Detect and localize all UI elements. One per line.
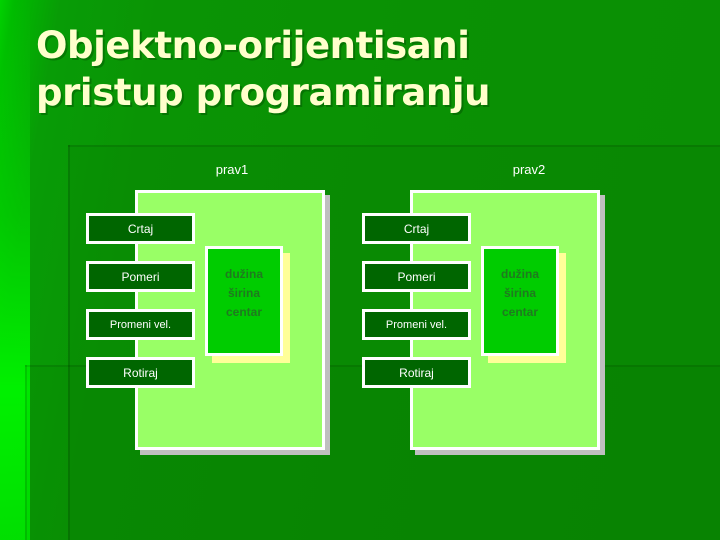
slide-title-line-2: pristup programiranju [36,71,491,114]
method-box-pomeri-prav2[interactable]: Pomeri [362,261,471,292]
attribute-item: dužina [225,267,263,281]
attribute-item: dužina [501,267,539,281]
attribute-box-prav2[interactable]: dužina širina centar [481,246,559,356]
attribute-item: širina [227,286,260,300]
method-box-promeni-vel-prav1[interactable]: Promeni vel. [86,309,195,340]
method-box-crtaj-prav1[interactable]: Crtaj [86,213,195,244]
background-lower-band-left [25,365,27,540]
background-left-glow [0,0,30,540]
attribute-item: centar [225,305,263,319]
object-label-prav1: prav1 [215,162,249,177]
object-label-prav2: prav2 [512,162,546,177]
background-band-left-edge [68,145,70,540]
method-box-crtaj-prav2[interactable]: Crtaj [362,213,471,244]
attribute-item: centar [501,305,539,319]
slide-title-line-1: Objektno-orijentisani [36,24,470,67]
attribute-item: širina [503,286,536,300]
method-box-pomeri-prav1[interactable]: Pomeri [86,261,195,292]
attribute-box-prav1[interactable]: dužina širina centar [205,246,283,356]
slide-title: Objektno-orijentisani pristup programira… [36,22,696,116]
background-lower-band [25,365,720,540]
background-band-top-edge [68,145,720,147]
method-box-promeni-vel-prav2[interactable]: Promeni vel. [362,309,471,340]
method-box-rotiraj-prav2[interactable]: Rotiraj [362,357,471,388]
method-box-rotiraj-prav1[interactable]: Rotiraj [86,357,195,388]
